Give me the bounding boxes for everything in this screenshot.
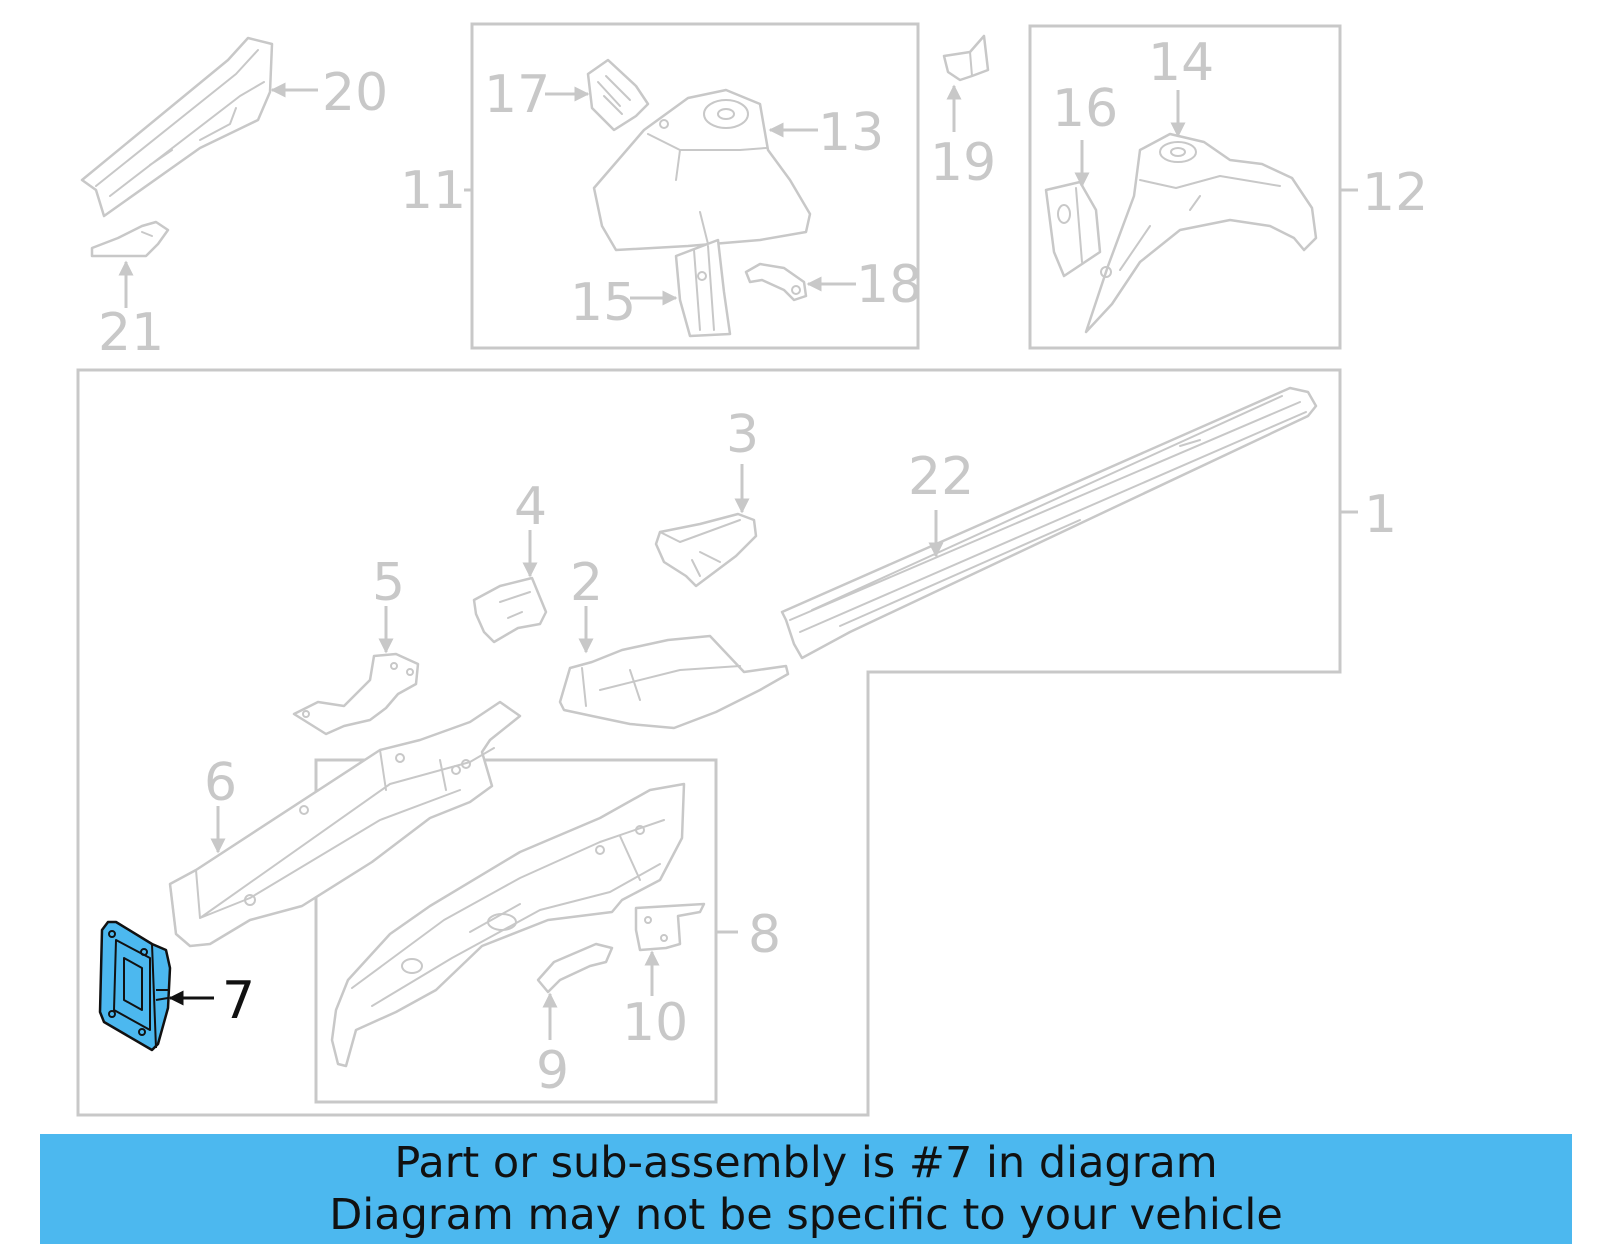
callout-6[interactable]: 6 [204,753,237,813]
callout-20[interactable]: 20 [322,63,388,123]
callout-22[interactable]: 22 [908,447,974,507]
callout-1[interactable]: 1 [1364,485,1397,545]
callout-10[interactable]: 10 [622,993,688,1053]
callout-11[interactable]: 11 [400,161,466,221]
callout-9[interactable]: 9 [536,1041,569,1101]
part-17-bracket[interactable] [586,58,650,132]
part-22-side-rail[interactable] [780,386,1318,660]
part-10-bracket[interactable] [634,902,706,952]
callout-3[interactable]: 3 [726,405,759,465]
frame-group-1 [76,368,1342,1117]
banner-line-disclaimer: Diagram may not be specific to your vehi… [329,1190,1283,1240]
part-7-highlighted[interactable] [98,920,172,1052]
frame-group-12 [1028,24,1342,350]
leader-lines [118,82,1358,1040]
part-16-reinforcement[interactable] [1044,180,1102,278]
part-20-upper-rail[interactable] [80,36,274,218]
callout-19[interactable]: 19 [930,133,996,193]
callout-15[interactable]: 15 [570,273,636,333]
callout-4[interactable]: 4 [514,477,547,537]
part-3-bracket[interactable] [654,512,758,588]
part-19-bracket[interactable] [942,34,990,82]
part-2-extension[interactable] [558,634,790,730]
callout-12[interactable]: 12 [1362,163,1428,223]
callout-16[interactable]: 16 [1052,79,1118,139]
part-4-bracket[interactable] [472,576,548,644]
callout-17[interactable]: 17 [484,65,550,125]
callout-13[interactable]: 13 [818,103,884,163]
callout-21[interactable]: 21 [98,303,164,363]
callout-2[interactable]: 2 [570,553,603,613]
frame-group-11 [470,22,920,350]
info-banner: Part or sub-assembly is #7 in diagram Di… [40,1134,1572,1244]
part-8-inner-rail[interactable] [330,782,686,1068]
callout-18[interactable]: 18 [856,255,922,315]
callout-5[interactable]: 5 [372,553,405,613]
banner-line-part-number: Part or sub-assembly is #7 in diagram [394,1138,1218,1188]
callout-8[interactable]: 8 [748,905,781,965]
part-14-rear-tower[interactable] [1084,132,1318,334]
callout-14[interactable]: 14 [1148,33,1214,93]
part-15-reinforcement[interactable] [674,238,732,338]
part-18-bracket[interactable] [744,262,808,302]
part-6-front-rail[interactable] [168,700,522,948]
part-21-bracket[interactable] [90,220,170,258]
callout-7-highlighted[interactable]: 7 [222,971,255,1031]
part-13-strut-tower[interactable] [592,88,812,252]
part-9-bracket[interactable] [536,942,614,994]
part-5-bracket[interactable] [292,652,420,736]
